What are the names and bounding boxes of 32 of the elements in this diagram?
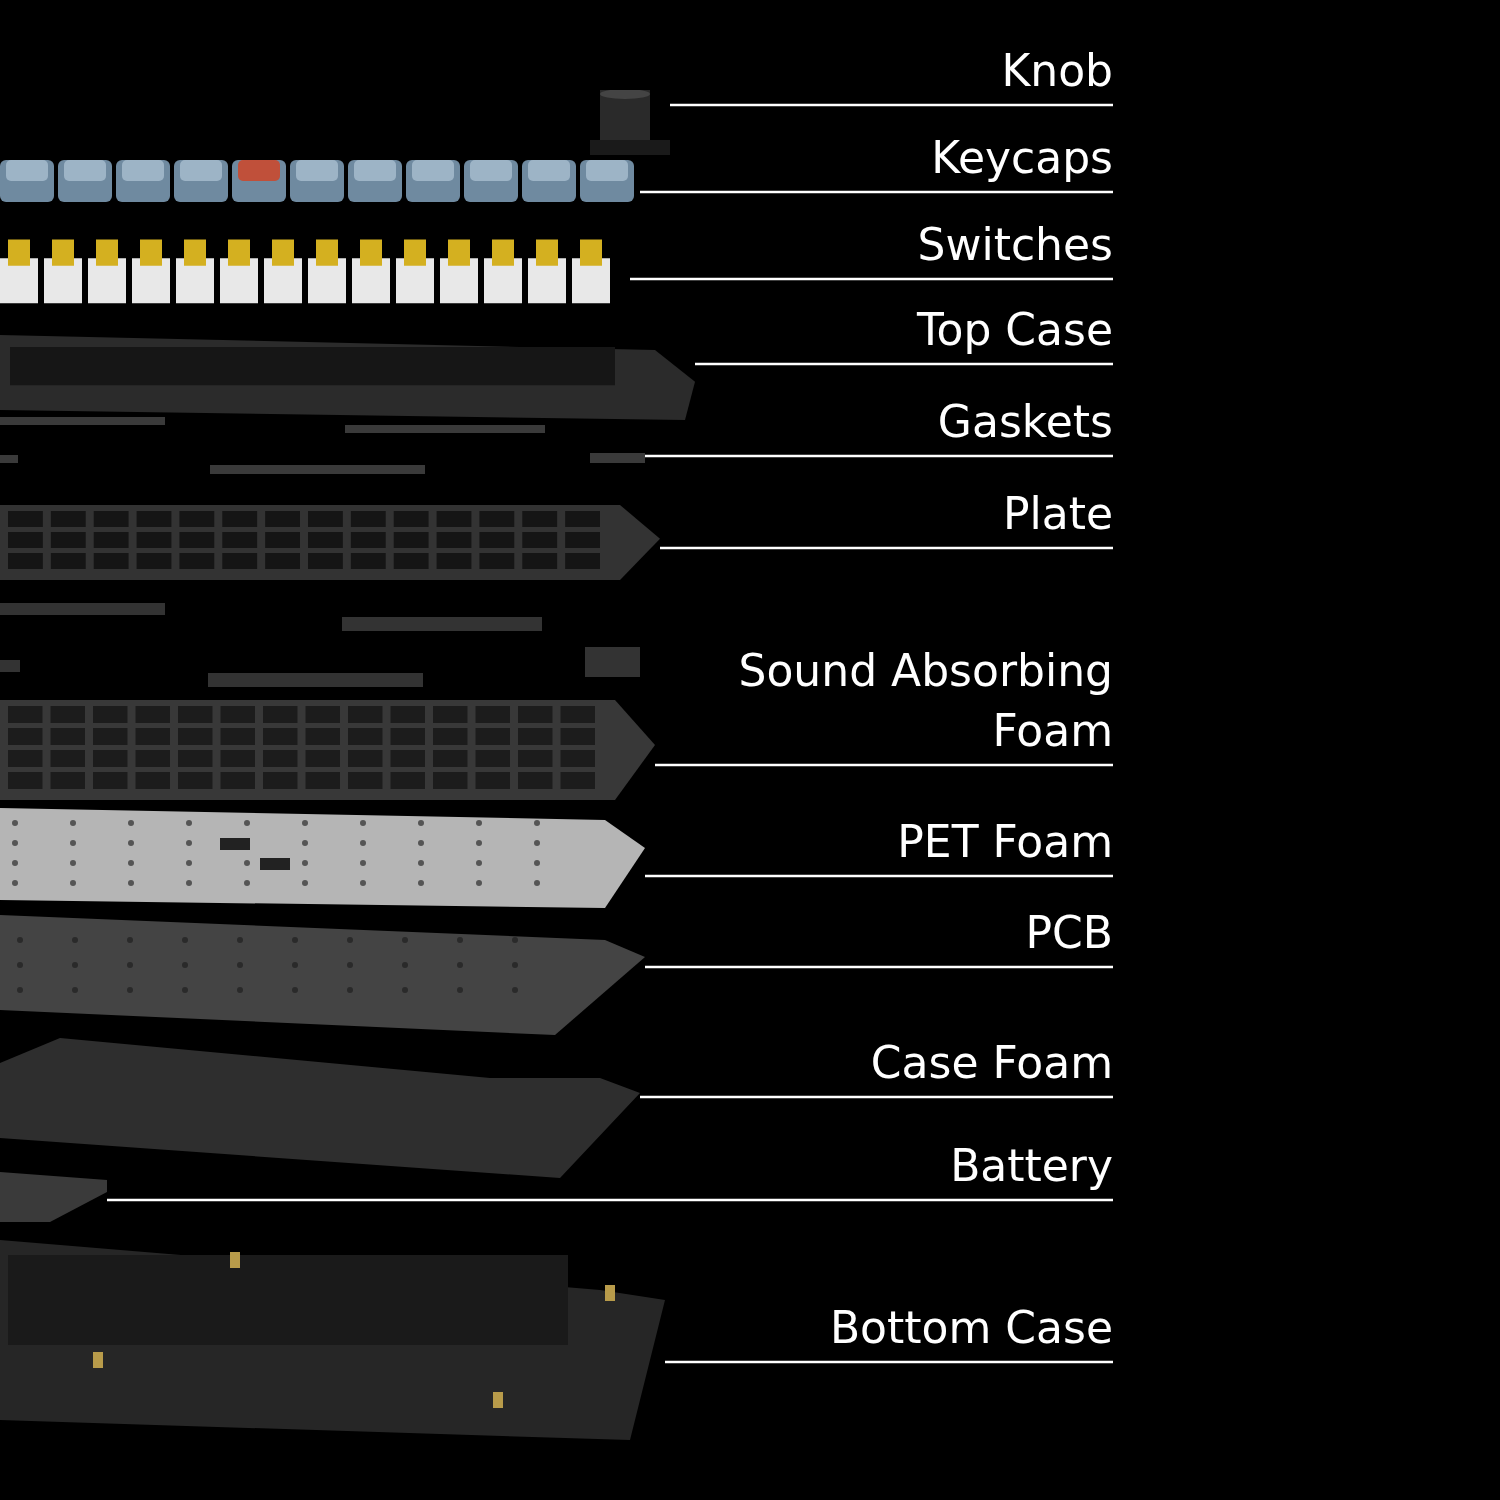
leader-line: [107, 1198, 1113, 1202]
gasket-strips-drawing: [0, 415, 645, 475]
part-label: Plate: [1002, 484, 1113, 544]
leader-line: [640, 1095, 1113, 1099]
part-label: Keycaps: [931, 128, 1113, 188]
leader-line: [645, 965, 1113, 969]
part-label: Knob: [1001, 41, 1113, 101]
part-label: Bottom Case: [829, 1298, 1113, 1358]
top-case-drawing: [0, 335, 695, 420]
pet-foam-sheet-drawing: [0, 808, 645, 908]
part-label: Sound Absorbing Foam: [693, 641, 1113, 761]
leader-line: [630, 277, 1113, 281]
leader-line: [695, 362, 1113, 366]
leader-line: [665, 1360, 1113, 1364]
leader-line: [670, 103, 1113, 107]
leader-line: [645, 874, 1113, 878]
circuit-board-drawing: [0, 915, 645, 1035]
part-label: PCB: [1025, 903, 1113, 963]
part-label: PET Foam: [897, 812, 1113, 872]
part-label: Gaskets: [937, 392, 1113, 452]
leader-line: [655, 763, 1113, 767]
part-label: Case Foam: [870, 1033, 1113, 1093]
battery-drawing: [0, 1172, 107, 1222]
case-foam-drawing: [0, 1038, 640, 1178]
leader-line: [660, 546, 1113, 550]
part-label: Battery: [950, 1136, 1113, 1196]
bottom-case-drawing: [0, 1240, 665, 1440]
part-label: Switches: [917, 215, 1113, 275]
leader-line: [640, 190, 1113, 194]
part-label: Top Case: [917, 300, 1113, 360]
plate-drawing: [0, 505, 660, 580]
leader-line: [645, 454, 1113, 458]
